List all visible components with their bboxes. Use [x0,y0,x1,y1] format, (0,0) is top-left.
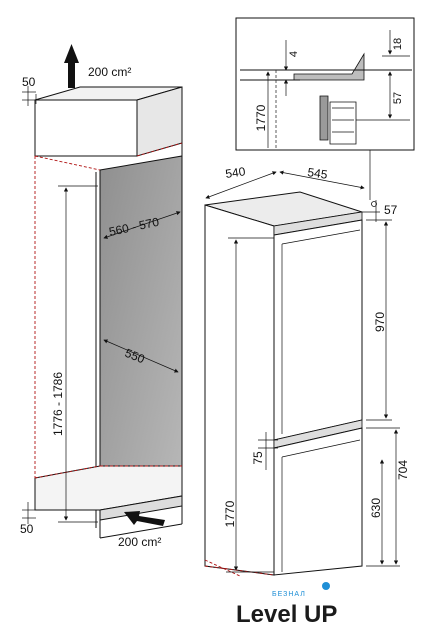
top-cabinet-box [34,86,183,157]
upper-door-label: 970 [373,312,387,332]
detail-side-dimension [356,71,410,121]
detail-height-label: 1770 [254,104,268,131]
brand-sub-label: БЕЗНАЛ [272,591,306,598]
brand-logo: БЕЗНАЛ Level UP [236,582,337,628]
hidden-lines-cabinet [34,142,183,479]
bottom-gap-dimension [22,502,36,524]
fridge-top-offset-dimension [362,200,380,222]
detail-gap-label: 4 [288,51,300,57]
detail-inset: 1770 4 18 57 [235,17,415,200]
total-height-dimension [226,237,274,573]
fridge-drawing: 540 545 57 970 704 630 [204,164,410,577]
upper-door-dimension [366,219,392,421]
fridge-depth-dimension [205,171,277,199]
top-gap-dimension [22,86,36,106]
cabinet-drawing: 200 cm² 50 1776 - 1786 560 - 570 550 [20,44,183,549]
detail-door-panel [329,101,357,145]
door-gap-dimension [258,432,278,470]
niche-depth-dimension [103,339,179,373]
top-vent-label: 200 cm² [88,65,131,79]
fridge-depth-label: 540 [224,164,246,181]
niche-width-dimension [103,211,181,239]
lower-door [273,427,363,576]
fridge-top-offset-label: 57 [384,203,398,217]
fridge-width-dimension [279,170,365,190]
top-vent-arrow-icon [64,44,79,88]
door-gap-label: 75 [251,451,265,465]
niche-height-label: 1776 - 1786 [51,372,65,436]
detail-side-label: 57 [392,92,404,104]
brand-dot-icon [322,582,330,590]
detail-hinge-block [319,95,329,141]
bottom-plinth [34,465,183,539]
lower-inner-label: 630 [369,498,383,518]
lower-door-label: 704 [396,460,410,480]
total-height-label: 1770 [223,500,237,527]
lower-door-dimension [366,427,400,567]
upper-door [273,219,363,441]
top-gap-label: 50 [22,75,36,89]
bottom-vent-label: 200 cm² [118,535,161,549]
fridge-width-label: 545 [307,165,329,182]
niche-height-dimension [58,185,98,523]
detail-top-plate [293,52,365,81]
bottom-gap-label: 50 [20,522,34,536]
detail-top-dimension [382,30,410,57]
brand-main-label: Level UP [236,601,337,628]
detail-top-label: 18 [392,38,404,50]
fridge-side-face [204,204,275,576]
bottom-vent-arrow-icon [124,511,165,526]
